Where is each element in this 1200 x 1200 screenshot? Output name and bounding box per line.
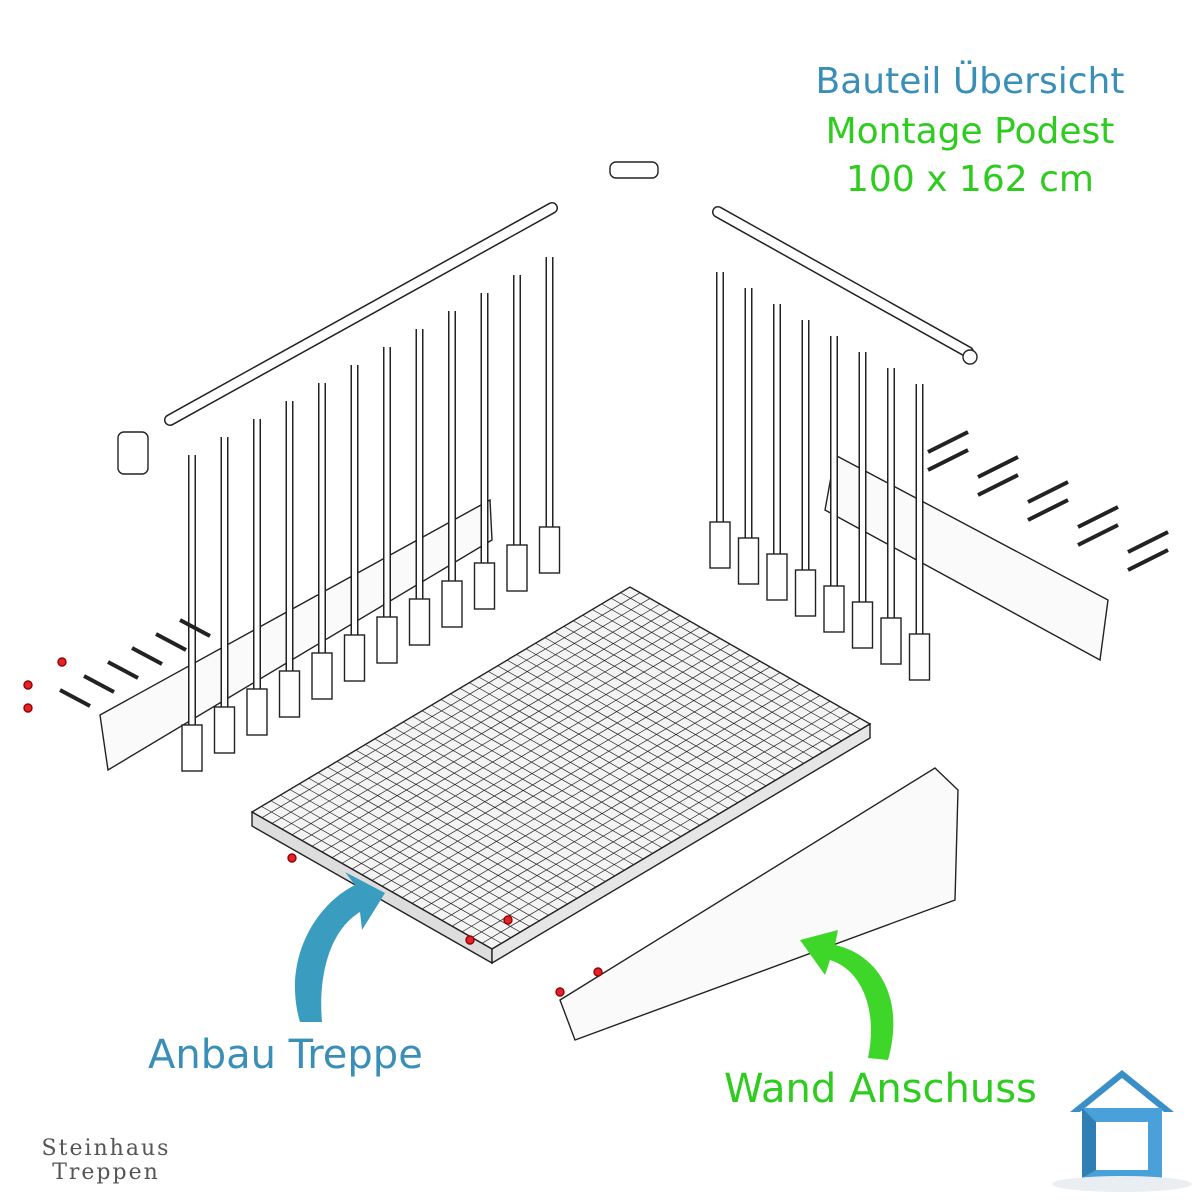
brand-name-line-1: Steinhaus [41, 1136, 171, 1161]
fastener-red [593, 967, 603, 977]
fastener-red [23, 680, 33, 690]
bolt [1127, 548, 1169, 572]
fastener-red [23, 703, 33, 713]
fastener-red [555, 987, 565, 997]
post-bracket-left [343, 634, 366, 682]
grating-bar [361, 649, 741, 876]
post-bracket-left [506, 544, 528, 592]
front-beam [559, 767, 959, 1041]
grating-bar [481, 717, 861, 944]
post-bracket-left [408, 598, 431, 646]
post-bracket-right [823, 585, 845, 633]
fastener-red [57, 657, 67, 667]
post-bracket-left [278, 670, 301, 718]
grating-bar [321, 626, 701, 853]
grating-bar [401, 672, 781, 898]
title-line-3: 100 x 162 cm [846, 159, 1094, 200]
post-bracket-left [441, 580, 463, 628]
bolt [131, 646, 163, 666]
bolt [927, 448, 969, 472]
post-bracket-left [538, 526, 561, 574]
stringer-right [824, 453, 1109, 662]
grating-bar [261, 592, 641, 819]
title-line-1: Bauteil Übersicht [815, 61, 1125, 102]
grating-edge-right [491, 722, 871, 965]
bolt [1077, 505, 1119, 529]
grating-bar [331, 632, 711, 858]
brand-name-line-2: Treppen [52, 1160, 160, 1185]
bolt [1127, 530, 1169, 554]
grating-bar [271, 598, 651, 824]
handrail-left-fill [165, 203, 557, 425]
callout-anbau-treppe: Anbau Treppe [148, 1032, 423, 1078]
title-line-2: Montage Podest [825, 111, 1115, 152]
post-bracket-right [880, 617, 902, 665]
grating-bar [471, 712, 851, 938]
bolt [977, 455, 1019, 479]
post-bracket-left [473, 562, 496, 610]
bolt [107, 660, 139, 680]
grating-bar [301, 615, 681, 841]
bolt [83, 674, 115, 694]
post-bracket-right [851, 601, 874, 649]
post-bracket-right [766, 553, 788, 601]
bolt [927, 430, 969, 454]
bolt [977, 473, 1019, 497]
grating-bar [281, 603, 661, 830]
bolt [1077, 523, 1119, 547]
grating-bar [381, 660, 761, 887]
grating-bar [431, 689, 811, 916]
post-bracket-left [213, 706, 236, 754]
post-bracket-left [246, 688, 268, 736]
grating-bar [411, 678, 791, 904]
stringer-left [99, 498, 493, 772]
grating-bar [371, 655, 751, 881]
handrail-right-fill [713, 207, 973, 357]
curved-arrow-left-icon [294, 872, 385, 1022]
post-bracket-right [794, 569, 817, 617]
fastener-red [465, 935, 475, 945]
post-bracket-left [181, 724, 203, 772]
post-bracket-left [311, 652, 333, 700]
bolt [1027, 480, 1069, 504]
bolt [59, 688, 91, 708]
callout-wand-anschuss: Wand Anschuss [724, 1066, 1037, 1112]
end-cap [962, 349, 978, 365]
grating-bar [391, 666, 771, 893]
post-bracket-right [737, 537, 760, 585]
corner-connector [609, 161, 659, 179]
bolt [1027, 498, 1069, 522]
grating-bar [291, 609, 671, 836]
post-bracket-left [376, 616, 398, 664]
post-bracket-right [908, 633, 931, 681]
end-connector [117, 431, 149, 475]
grating-bar [351, 643, 731, 870]
bolt [155, 632, 187, 652]
post-bracket-right [709, 521, 731, 569]
grating-bar [451, 700, 831, 927]
fastener-red [287, 853, 297, 863]
house-logo-icon [1052, 1070, 1192, 1192]
grating-bar [311, 620, 691, 847]
grating-bar [421, 683, 801, 910]
grating-bar [441, 695, 821, 921]
curved-arrow-right-icon [800, 930, 894, 1060]
bolt [179, 618, 211, 638]
fastener-red [503, 915, 513, 925]
grating-bar [341, 638, 721, 864]
grating-bar [461, 706, 841, 933]
